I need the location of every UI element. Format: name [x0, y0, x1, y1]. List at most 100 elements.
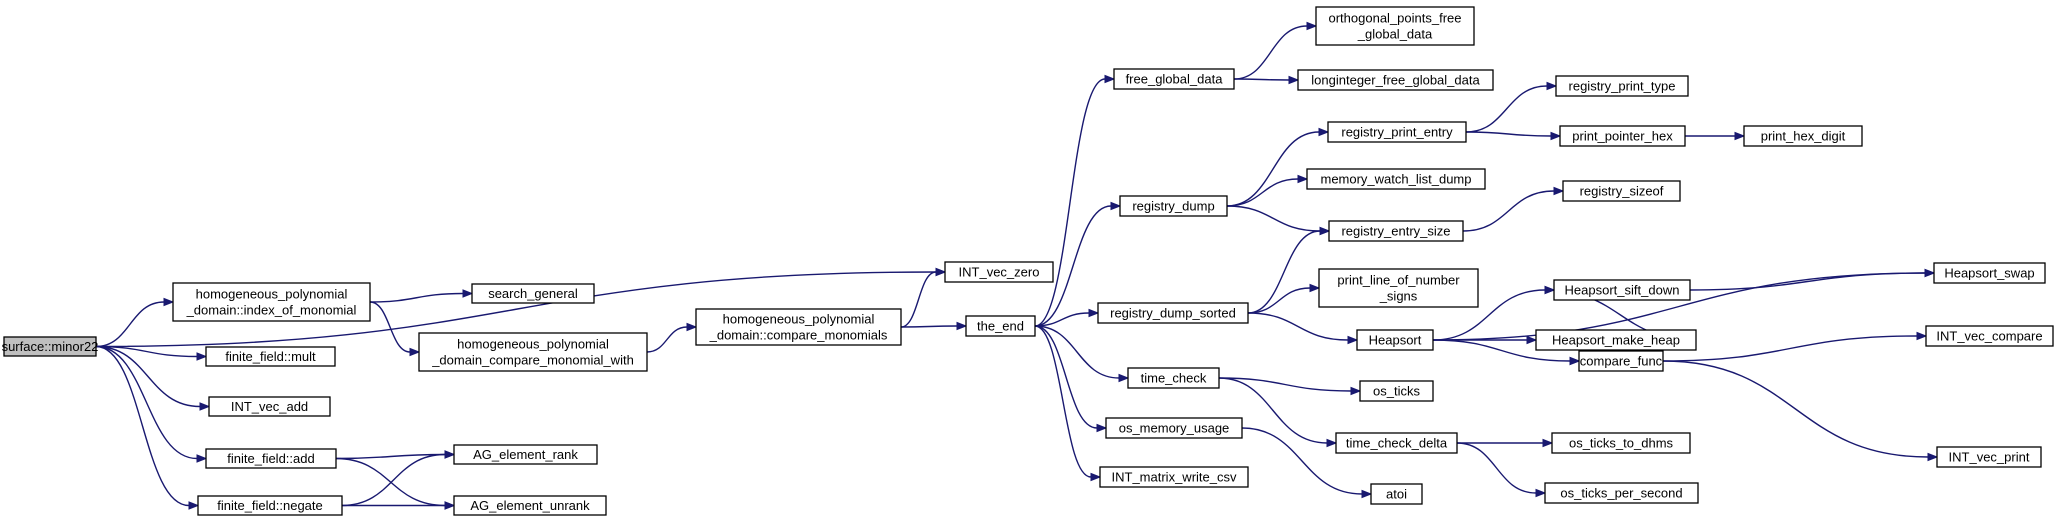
function-node-heapsort-swap[interactable]: Heapsort_swap — [1933, 262, 2046, 284]
function-node-index-of-monomial[interactable]: homogeneous_polynomial_domain::index_of_… — [172, 282, 371, 322]
function-node-os-ticks[interactable]: os_ticks — [1359, 380, 1434, 402]
arrowhead-icon — [1110, 201, 1122, 211]
call-edge-time_check-to-time_check_delta — [1218, 377, 1338, 448]
function-node-int-matrix-write-csv[interactable]: INT_matrix_write_csv — [1099, 466, 1249, 488]
function-node-registry-entry-size[interactable]: registry_entry_size — [1328, 220, 1464, 242]
node-box — [1097, 302, 1249, 324]
function-node-ag-rank[interactable]: AG_element_rank — [453, 444, 598, 465]
call-edge-line — [900, 271, 937, 328]
call-edge-line — [95, 345, 201, 408]
node-box — [205, 346, 336, 367]
call-edge-registry_dump_sorted-to-registry_entry_size — [1247, 226, 1331, 314]
call-edge-minor22-to-int_vec_add — [95, 345, 211, 411]
function-node-heapsort[interactable]: Heapsort — [1356, 329, 1434, 351]
node-box — [453, 444, 598, 465]
function-node-time-check-delta[interactable]: time_check_delta — [1335, 432, 1458, 454]
function-node-registry-sizeof[interactable]: registry_sizeof — [1562, 180, 1681, 202]
node-box — [1127, 367, 1220, 389]
function-node-ff-mult[interactable]: finite_field::mult — [205, 346, 336, 367]
function-node-registry-print-type[interactable]: registry_print_type — [1555, 75, 1689, 97]
function-node-ag-unrank[interactable]: AG_element_unrank — [453, 495, 607, 516]
function-node-orthogonal-points[interactable]: orthogonal_points_free_global_data — [1315, 6, 1475, 46]
function-node-ff-negate[interactable]: finite_field::negate — [197, 495, 343, 516]
node-label: homogeneous_polynomial — [457, 337, 609, 352]
function-nodes: surface::minor22homogeneous_polynomial_d… — [2, 6, 2054, 516]
call-edge-line — [95, 271, 937, 348]
node-box — [1335, 432, 1458, 454]
node-box — [1370, 483, 1423, 505]
function-node-time-check[interactable]: time_check — [1127, 367, 1220, 389]
call-edge-line — [1432, 289, 1546, 341]
function-node-longinteger-free[interactable]: longinteger_free_global_data — [1297, 69, 1494, 91]
node-label: Heapsort_sift_down — [1565, 283, 1680, 298]
call-edge-index_of_monomial-to-search_general — [369, 289, 474, 303]
function-node-registry-dump-sorted[interactable]: registry_dump_sorted — [1097, 302, 1249, 324]
call-edge-registry_dump_sorted-to-print_line_of_number — [1247, 283, 1321, 314]
call-edge-the_end-to-free_global_data — [1034, 74, 1116, 327]
arrowhead-icon — [1916, 331, 1928, 341]
function-node-ff-add[interactable]: finite_field::add — [205, 448, 337, 469]
function-node-int-vec-add[interactable]: INT_vec_add — [208, 396, 331, 417]
function-node-heapsort-sift-down[interactable]: Heapsort_sift_down — [1553, 279, 1691, 301]
call-edge-line — [646, 326, 688, 353]
arrowhead-icon — [1306, 21, 1318, 31]
arrowhead-icon — [1361, 489, 1373, 499]
arrowhead-icon — [462, 289, 474, 298]
function-node-heapsort-make-heap[interactable]: Heapsort_make_heap — [1535, 329, 1697, 351]
node-box — [208, 396, 331, 417]
node-label: homogeneous_polynomial — [723, 312, 875, 327]
node-label: finite_field::add — [227, 451, 314, 466]
node-box — [1578, 350, 1664, 372]
node-box — [695, 308, 902, 346]
function-node-print-hex-digit[interactable]: print_hex_digit — [1743, 125, 1863, 147]
function-node-compare-monomials[interactable]: homogeneous_polynomial_domain::compare_m… — [695, 308, 902, 346]
function-node-int-vec-print[interactable]: INT_vec_print — [1936, 446, 2042, 468]
arrowhead-icon — [1927, 452, 1939, 462]
arrowhead-icon — [1096, 423, 1108, 433]
function-node-the-end[interactable]: the_end — [965, 315, 1036, 337]
call-edge-line — [335, 453, 446, 460]
function-node-minor22[interactable]: surface::minor22 — [2, 336, 99, 357]
node-label: _domain::index_of_monomial — [186, 303, 357, 318]
function-node-free-global-data[interactable]: free_global_data — [1113, 68, 1235, 90]
function-node-os-ticks-per-second[interactable]: os_ticks_per_second — [1544, 482, 1699, 504]
function-node-int-vec-compare[interactable]: INT_vec_compare — [1925, 325, 2054, 347]
call-edge-line — [369, 301, 411, 353]
function-node-compare-func[interactable]: compare_func — [1578, 350, 1664, 372]
call-edge-time_check_delta-to-os_ticks_to_dhms — [1457, 438, 1554, 448]
arrowhead-icon — [1118, 373, 1130, 383]
function-node-os-ticks-to-dhms[interactable]: os_ticks_to_dhms — [1551, 432, 1691, 454]
function-node-atoi[interactable]: atoi — [1370, 483, 1423, 505]
call-edge-os_memory_usage-to-atoi — [1241, 427, 1373, 499]
function-node-print-pointer-hex[interactable]: print_pointer_hex — [1559, 125, 1686, 147]
call-edge-ff_negate-to-ag_unrank — [341, 501, 456, 510]
node-box — [1356, 329, 1434, 351]
call-edge-the_end-to-time_check — [1034, 325, 1130, 383]
function-node-os-memory-usage[interactable]: os_memory_usage — [1105, 417, 1243, 439]
call-edge-line — [1662, 360, 1929, 458]
function-node-registry-print-entry[interactable]: registry_print_entry — [1327, 121, 1467, 143]
node-label: registry_dump — [1132, 199, 1214, 214]
function-node-print-line-of-number[interactable]: print_line_of_number_signs — [1318, 268, 1479, 308]
arrowhead-icon — [1309, 283, 1321, 293]
call-edge-compare_monomials-to-int_vec_zero — [900, 267, 947, 328]
arrowhead-icon — [686, 322, 698, 332]
node-label: atoi — [1386, 487, 1407, 502]
function-node-search-general[interactable]: search_general — [471, 283, 595, 304]
node-label: time_check_delta — [1346, 436, 1448, 451]
function-node-int-vec-zero[interactable]: INT_vec_zero — [944, 261, 1054, 283]
node-box — [1119, 195, 1228, 217]
node-box — [1925, 325, 2054, 347]
arrowhead-icon — [1297, 174, 1309, 184]
node-label: finite_field::mult — [225, 349, 316, 364]
call-edge-registry_entry_size-to-registry_sizeof — [1462, 186, 1565, 232]
node-label: Heapsort_make_heap — [1552, 333, 1680, 348]
function-node-memory-watch[interactable]: memory_watch_list_dump — [1306, 168, 1486, 190]
function-node-compare-monomial-with[interactable]: homogeneous_polynomial_domain_compare_mo… — [418, 332, 648, 372]
call-edge-line — [1247, 287, 1311, 314]
arrowhead-icon — [1544, 285, 1556, 295]
node-box — [205, 448, 337, 469]
function-node-registry-dump[interactable]: registry_dump — [1119, 195, 1228, 217]
call-edge-time_check_delta-to-os_ticks_per_second — [1456, 442, 1547, 498]
node-label: registry_print_type — [1569, 79, 1676, 94]
